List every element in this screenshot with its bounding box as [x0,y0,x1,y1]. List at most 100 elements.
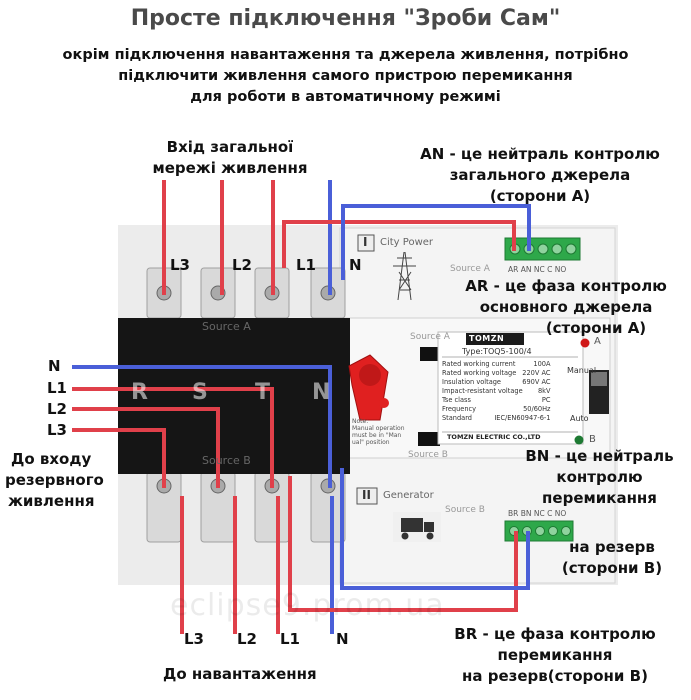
wire-ar [282,220,516,268]
control-source-a: Source A [410,332,450,342]
rstn-s: S [192,380,208,405]
bottom-phase-l2: L2 [237,630,257,648]
terminal-screw-nca [537,243,549,255]
backup-input-line-3: живлення [8,492,95,510]
subtitle-line-3: для роботи в автоматичному режимі [190,89,501,105]
terminal-screw-ncb [535,526,545,536]
wire-reserve-n [72,365,332,488]
an-note-line-1: AN - це нейтраль контролю [420,145,660,163]
terminal-a-source-label: Source A [450,264,490,274]
roman-one: I [363,235,368,249]
reserve-note-line-2: (сторони В) [561,559,663,577]
roman-two: II [362,488,371,502]
backup-input-line-2: резервного [5,471,104,489]
wire-reserve-l2 [72,407,220,488]
an-note: AN - це нейтраль контролю загального дже… [395,144,685,207]
main-input-line-2: мережі живлення [152,159,308,177]
top-phase-n: N [349,256,362,274]
top-phase-l3: L3 [170,256,190,274]
city-power-label: City Power [380,237,434,248]
an-note-line-3: (сторони А) [489,187,591,205]
subtitle-line-2: підключити живлення самого пристрою пере… [118,68,573,84]
spec-row: Impact-resistant voltage 8kV [442,387,551,395]
selector-hub [359,364,381,386]
top-phase-l1: L1 [296,256,316,274]
manual-label: Manual [567,366,597,375]
wire-bn [340,468,530,590]
bottom-phase-n: N [336,630,349,648]
bottom-phase-l1: L1 [280,630,300,648]
left-phase-n: N [48,357,61,375]
left-phase-l3: L3 [47,421,67,439]
bottom-phase-l3: L3 [184,630,204,648]
model-label: Type:TOQ5-100/4 [462,347,532,356]
rstn-r: R [131,380,148,405]
breaker-source-b: Source B [202,454,251,467]
wire-reserve-l1 [72,387,274,488]
rating-plate [437,331,584,445]
ar-note-line-2: основного джерела [479,298,653,316]
bn-note-line-2: контролю [556,468,643,486]
source-a-indicator [420,347,442,361]
br-note-line-2: перемикання [497,646,613,664]
terminal-screw-nob [561,526,571,536]
wire-an [341,204,531,280]
spec-row: Rated working current 100A [442,360,551,368]
bn-note-line-3: перемикання [542,489,657,507]
maker-label: TOMZN ELECTRIC CO.,LTD [447,433,541,441]
backup-input-note: До входу резервного живлення [3,449,123,512]
rstn-t: T [255,380,271,405]
source-b-indicator [418,432,440,446]
ar-note-line-1: AR - це фаза контролю [465,277,667,295]
left-phase-l1: L1 [47,379,67,397]
bn-note-line-1: BN - це нейтраль [525,447,674,465]
brand-label: TOMZN [469,334,505,343]
terminal-screw-ca [551,243,563,255]
generator-icon [401,518,434,540]
wire-br [288,476,518,612]
br-note-line-3: на резерв(сторони В) [462,667,648,685]
reserve-note-line-1: на резерв [569,538,655,556]
breaker-source-a: Source A [202,320,251,333]
spec-list: Rated working current 100A Rated working… [442,360,551,423]
terminal-screw-cb [548,526,558,536]
main-input-label: Вхід загальної мережі живлення [130,137,330,179]
load-label: До навантаження [163,665,317,683]
note-text: Note: Manual operation must be in "Man u… [352,418,405,446]
br-note: BR - це фаза контролю перемикання на рез… [420,624,690,687]
roman-box-i [357,234,375,252]
led-source-a [580,338,590,348]
spec-row: Tse class PC [442,396,551,404]
left-phase-l2: L2 [47,400,67,418]
br-note-line-1: BR - це фаза контролю [454,625,656,643]
reserve-note: на резерв (сторони В) [542,537,682,579]
spec-row: Standard IEC/EN60947-6-1 [442,414,551,422]
led-b-label: B [589,434,596,445]
terminal-screw-noa [565,243,577,255]
pylon-icon [393,251,416,301]
page-title: Просте підключення "Зроби Сам" [130,6,561,31]
brand-box [466,333,524,345]
an-note-line-2: загального джерела [449,166,631,184]
terminal-b-source-label: Source B [445,505,485,515]
rstn-n: N [312,380,331,405]
spec-row: Frequency 50/60Hz [442,405,551,413]
led-source-b [574,435,584,445]
subtitle-line-1: окрім підключення навантаження та джерел… [62,47,629,63]
top-phase-l2: L2 [232,256,252,274]
roman-box-ii [356,487,378,505]
spec-row: Insulation voltage 690V AC [442,378,551,386]
ar-note: AR - це фаза контролю основного джерела … [446,276,686,339]
ar-note-line-3: (сторони А) [545,319,647,337]
handle-led [379,398,389,408]
control-source-b: Source B [408,450,448,460]
auto-label: Auto [570,414,589,423]
breaker-body [118,318,350,474]
watermark: eclipse9.prom.ua [170,588,445,623]
spec-row: Rated working voltage 220V AC [442,369,551,377]
led-a-label: A [594,336,601,347]
bn-note: BN - це нейтраль контролю перемикання [512,446,687,509]
backup-input-line-1: До входу [11,450,92,468]
